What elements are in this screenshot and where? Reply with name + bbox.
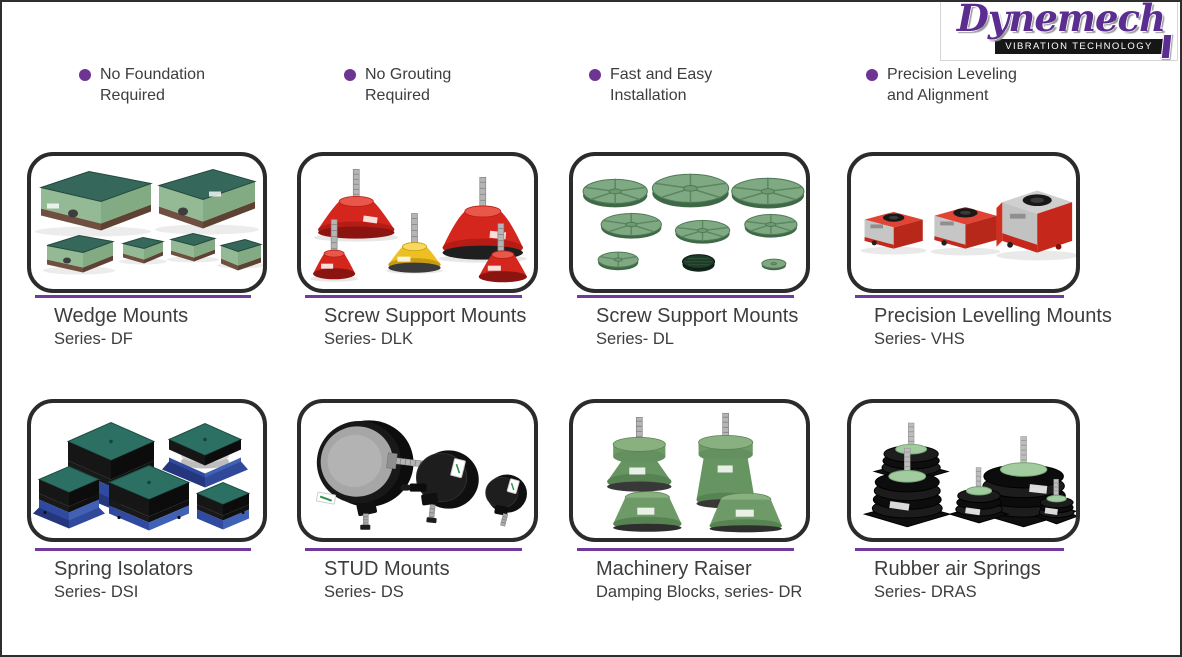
product-title: Spring Isolators — [54, 558, 193, 580]
feature-line: and Alignment — [887, 87, 989, 104]
accent-divider — [35, 295, 251, 298]
product-series: Series- DS — [324, 583, 404, 601]
product-card-machinery-raiser: Machinery Raiser Damping Blocks, series-… — [569, 399, 810, 602]
brand-tagline: VIBRATION TECHNOLOGY — [995, 39, 1163, 54]
product-card-screw-support-dlk: Screw Support Mounts Series- DLK — [297, 152, 538, 349]
product-photo-frame — [569, 399, 810, 542]
precision-levelling-mounts-product-image — [860, 190, 1076, 261]
product-card-rubber-air-springs: Rubber air Springs Series- DRAS — [847, 399, 1080, 602]
accent-divider — [577, 548, 794, 551]
product-series: Series- DRAS — [874, 583, 977, 601]
product-title: Rubber air Springs — [874, 558, 1041, 580]
product-photo-frame — [297, 399, 538, 542]
rubber-air-springs-product-image — [862, 422, 1076, 528]
product-card-screw-support-dl: Screw Support Mounts Series- DL — [569, 152, 810, 349]
accent-divider — [305, 548, 522, 551]
product-photo-frame — [847, 152, 1080, 293]
feature-text: Precision Leveling and Alignment — [887, 64, 1017, 106]
product-photo-frame — [27, 399, 267, 542]
feature-line: Fast and Easy — [610, 66, 713, 83]
product-title: Screw Support Mounts — [324, 305, 527, 327]
product-photo-frame — [297, 152, 538, 293]
feature-line: Installation — [610, 87, 687, 104]
screw-support-mounts-dl-product-image — [582, 173, 805, 272]
accent-divider — [855, 295, 1064, 298]
wedge-mounts-product-image — [35, 168, 263, 275]
product-title: Precision Levelling Mounts — [874, 305, 1112, 327]
bullet-icon — [344, 69, 356, 81]
product-title: Machinery Raiser — [596, 558, 752, 580]
bullet-icon — [79, 69, 91, 81]
product-series: Series- DF — [54, 330, 133, 348]
stud-mounts-product-image — [315, 420, 527, 530]
bullet-icon — [589, 69, 601, 81]
product-card-wedge-mounts: Wedge Mounts Series- DF — [27, 152, 267, 349]
product-title: STUD Mounts — [324, 558, 450, 580]
product-photo-frame — [27, 152, 267, 293]
product-card-stud-mounts: STUD Mounts Series- DS — [297, 399, 538, 602]
feature-line: No Grouting — [365, 66, 452, 83]
brand-name: Dynemech — [956, 0, 1166, 40]
product-title: Screw Support Mounts — [596, 305, 799, 327]
product-card-precision-levelling-mounts: Precision Levelling Mounts Series- VHS — [847, 152, 1112, 349]
bullet-icon — [866, 69, 878, 81]
brand-logo: Dynemech VIBRATION TECHNOLOGY — [940, 2, 1178, 61]
accent-divider — [305, 295, 522, 298]
accent-divider — [577, 295, 794, 298]
machinery-raiser-product-image — [607, 412, 782, 533]
accent-divider — [855, 548, 1064, 551]
spring-isolators-product-image — [33, 421, 251, 531]
feature-line: Precision Leveling — [887, 66, 1017, 83]
product-card-spring-isolators: Spring Isolators Series- DSI — [27, 399, 267, 602]
feature-line: Required — [365, 87, 430, 104]
product-series: Series- DL — [596, 330, 674, 348]
product-series: Series- VHS — [874, 330, 965, 348]
accent-divider — [35, 548, 251, 551]
feature-precision-leveling: Precision Leveling and Alignment — [866, 64, 1017, 106]
product-photo-frame — [847, 399, 1080, 542]
product-series: Series- DLK — [324, 330, 413, 348]
product-photo-frame — [569, 152, 810, 293]
brand-logo-flourish — [1160, 34, 1173, 59]
product-title: Wedge Mounts — [54, 305, 189, 327]
feature-line: Required — [100, 87, 165, 104]
product-series: Series- DSI — [54, 583, 139, 601]
product-series: Damping Blocks, series- DR — [596, 583, 803, 601]
screw-support-mounts-dlk-product-image — [310, 168, 527, 283]
feature-line: No Foundation — [100, 66, 205, 83]
